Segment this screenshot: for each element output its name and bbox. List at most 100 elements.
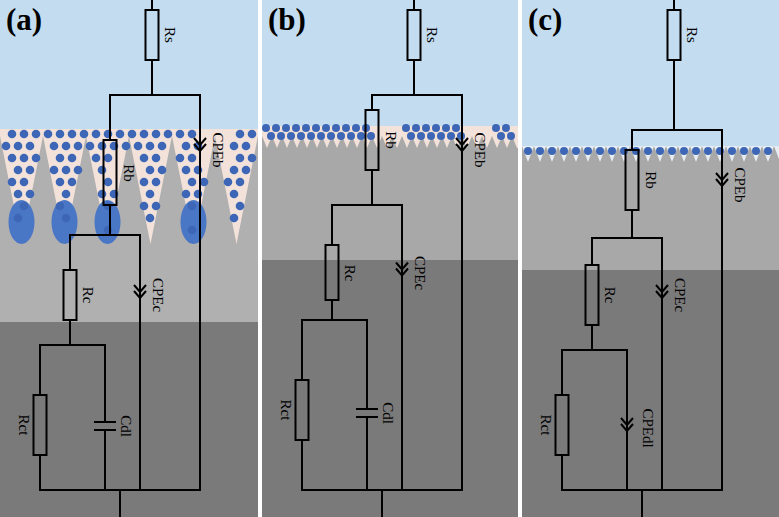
ion-dot: [44, 130, 53, 139]
cpe-symbol: [716, 179, 728, 186]
component-label: CPEdl: [640, 408, 655, 447]
ion-dot: [50, 142, 59, 151]
wire: [401, 205, 403, 490]
component-label: CPEc: [150, 278, 165, 312]
wire: [673, 0, 675, 10]
ion-dot: [74, 142, 83, 151]
ion-dot: [327, 132, 335, 140]
wire: [413, 60, 415, 95]
ion-dot: [437, 132, 445, 140]
cpe-symbol: [621, 424, 633, 431]
ion-dot: [98, 190, 107, 199]
ion-dot: [692, 147, 700, 155]
electrolyte-droplet: [52, 200, 78, 244]
cpe-symbol: [396, 269, 408, 276]
ion-dot: [492, 124, 500, 132]
wire: [70, 234, 140, 236]
ion-dot: [728, 147, 736, 155]
ion-dot: [407, 132, 415, 140]
ion-dot: [236, 202, 245, 211]
wire: [626, 350, 628, 490]
ion-dot: [68, 154, 77, 163]
ion-dot: [188, 130, 197, 139]
ion-dot: [20, 130, 29, 139]
wire: [641, 490, 643, 517]
ion-dot: [248, 130, 257, 139]
wire: [661, 238, 663, 490]
ion-dot: [502, 124, 510, 132]
ion-dot: [548, 147, 556, 155]
resistor-symbol: [146, 10, 159, 60]
ion-dot: [14, 214, 23, 223]
ion-dot: [140, 202, 149, 211]
wire: [301, 440, 303, 490]
wire: [591, 238, 593, 265]
ion-dot: [182, 142, 191, 151]
ion-dot: [194, 190, 203, 199]
ion-dot: [230, 214, 239, 223]
ion-dot: [92, 154, 101, 163]
wire: [104, 430, 106, 490]
ion-dot: [116, 130, 125, 139]
ion-dot: [146, 214, 155, 223]
component-label: Rb: [643, 171, 658, 189]
ion-dot: [704, 147, 712, 155]
ion-dot: [302, 124, 310, 132]
cpe-symbol: [716, 173, 728, 180]
ion-dot: [347, 132, 355, 140]
component-label: Rc: [80, 287, 95, 304]
ion-dot: [447, 132, 455, 140]
component-label: Rs: [424, 27, 439, 43]
component-label: Rct: [538, 415, 553, 436]
component-label: Rc: [602, 287, 617, 304]
ion-dot: [230, 190, 239, 199]
ion-dot: [32, 154, 41, 163]
equivalent-circuit: [556, 0, 729, 517]
ion-dot: [140, 130, 149, 139]
ion-dot: [262, 124, 270, 132]
ion-dot: [242, 142, 251, 151]
ion-dot: [427, 132, 435, 140]
ion-dot: [342, 124, 350, 132]
ion-dot: [402, 124, 410, 132]
wire: [302, 319, 367, 321]
ion-dot: [292, 124, 300, 132]
ion-dot: [2, 142, 11, 151]
ion-dot: [272, 124, 280, 132]
wire: [331, 300, 333, 320]
wire: [371, 95, 373, 110]
ion-dot: [194, 166, 203, 175]
ion-dot: [164, 130, 173, 139]
wire: [151, 60, 153, 95]
ion-dot: [98, 166, 107, 175]
wire: [561, 350, 563, 395]
ion-dot: [230, 142, 239, 151]
ion-dot: [236, 130, 245, 139]
ion-dot: [317, 132, 325, 140]
surface-spikes: [522, 146, 779, 162]
ion-dot: [56, 202, 65, 211]
wire: [39, 455, 41, 490]
ion-dot: [20, 178, 29, 187]
wire: [331, 205, 333, 245]
cpe-symbol: [456, 138, 468, 145]
wire: [199, 95, 201, 490]
ion-dot: [122, 142, 131, 151]
ion-dot: [608, 147, 616, 155]
ion-dot: [584, 147, 592, 155]
wire: [110, 94, 200, 96]
ion-dot: [26, 190, 35, 199]
ion-dot: [68, 178, 77, 187]
ion-dot: [182, 190, 191, 199]
electrolyte-droplet: [95, 200, 121, 244]
electrolyte-droplet: [181, 200, 207, 244]
ion-dot: [158, 142, 167, 151]
ion-dot: [140, 154, 149, 163]
resistor-symbol: [586, 265, 599, 325]
ion-dot: [8, 130, 17, 139]
ion-dot: [307, 132, 315, 140]
ion-dot: [442, 124, 450, 132]
ion-dot: [146, 142, 155, 151]
component-label: Rs: [684, 27, 699, 43]
ion-dot: [8, 154, 17, 163]
